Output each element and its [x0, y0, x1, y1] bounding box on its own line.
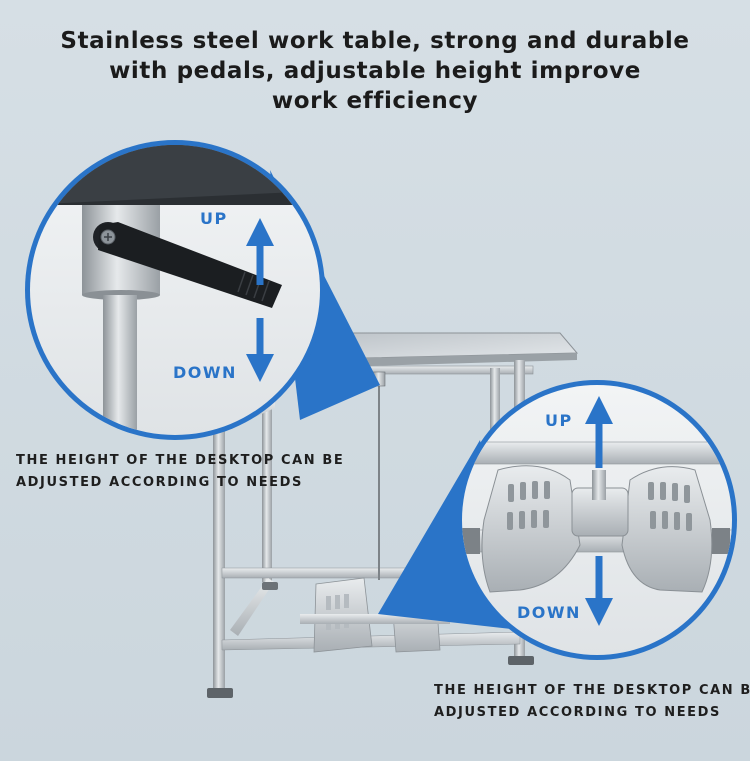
down-label: DOWN: [517, 603, 581, 622]
locking-lever-icon: [93, 222, 282, 308]
caption-line-1: THE HEIGHT OF THE DESKTOP CAN BE: [16, 453, 345, 468]
down-label: DOWN: [173, 363, 237, 382]
headline: Stainless steel work table, strong and d…: [0, 26, 750, 116]
caption-line-2: ADJUSTED ACCORDING TO NEEDS: [434, 705, 722, 720]
headline-line-1: Stainless steel work table, strong and d…: [60, 28, 690, 54]
caption-bottom-right: THE HEIGHT OF THE DESKTOP CAN BE ADJUSTE…: [434, 680, 750, 724]
up-label: UP: [545, 411, 573, 430]
headline-line-2: with pedals, adjustable height improve: [109, 58, 641, 84]
foot-pedal: [481, 465, 581, 593]
callout-top-left: UP DOWN: [25, 140, 380, 440]
caption-line-2: ADJUSTED ACCORDING TO NEEDS: [16, 475, 304, 490]
callout-bottom-right: UP DOWN: [378, 380, 737, 660]
caption-line-1: THE HEIGHT OF THE DESKTOP CAN BE: [434, 683, 750, 698]
foot-pedal: [621, 466, 713, 593]
table-leg: [213, 380, 225, 693]
up-label: UP: [200, 209, 228, 228]
headline-line-3: work efficiency: [271, 88, 479, 114]
caption-top-left: THE HEIGHT OF THE DESKTOP CAN BE ADJUSTE…: [16, 450, 344, 494]
table-leg: [262, 392, 272, 582]
